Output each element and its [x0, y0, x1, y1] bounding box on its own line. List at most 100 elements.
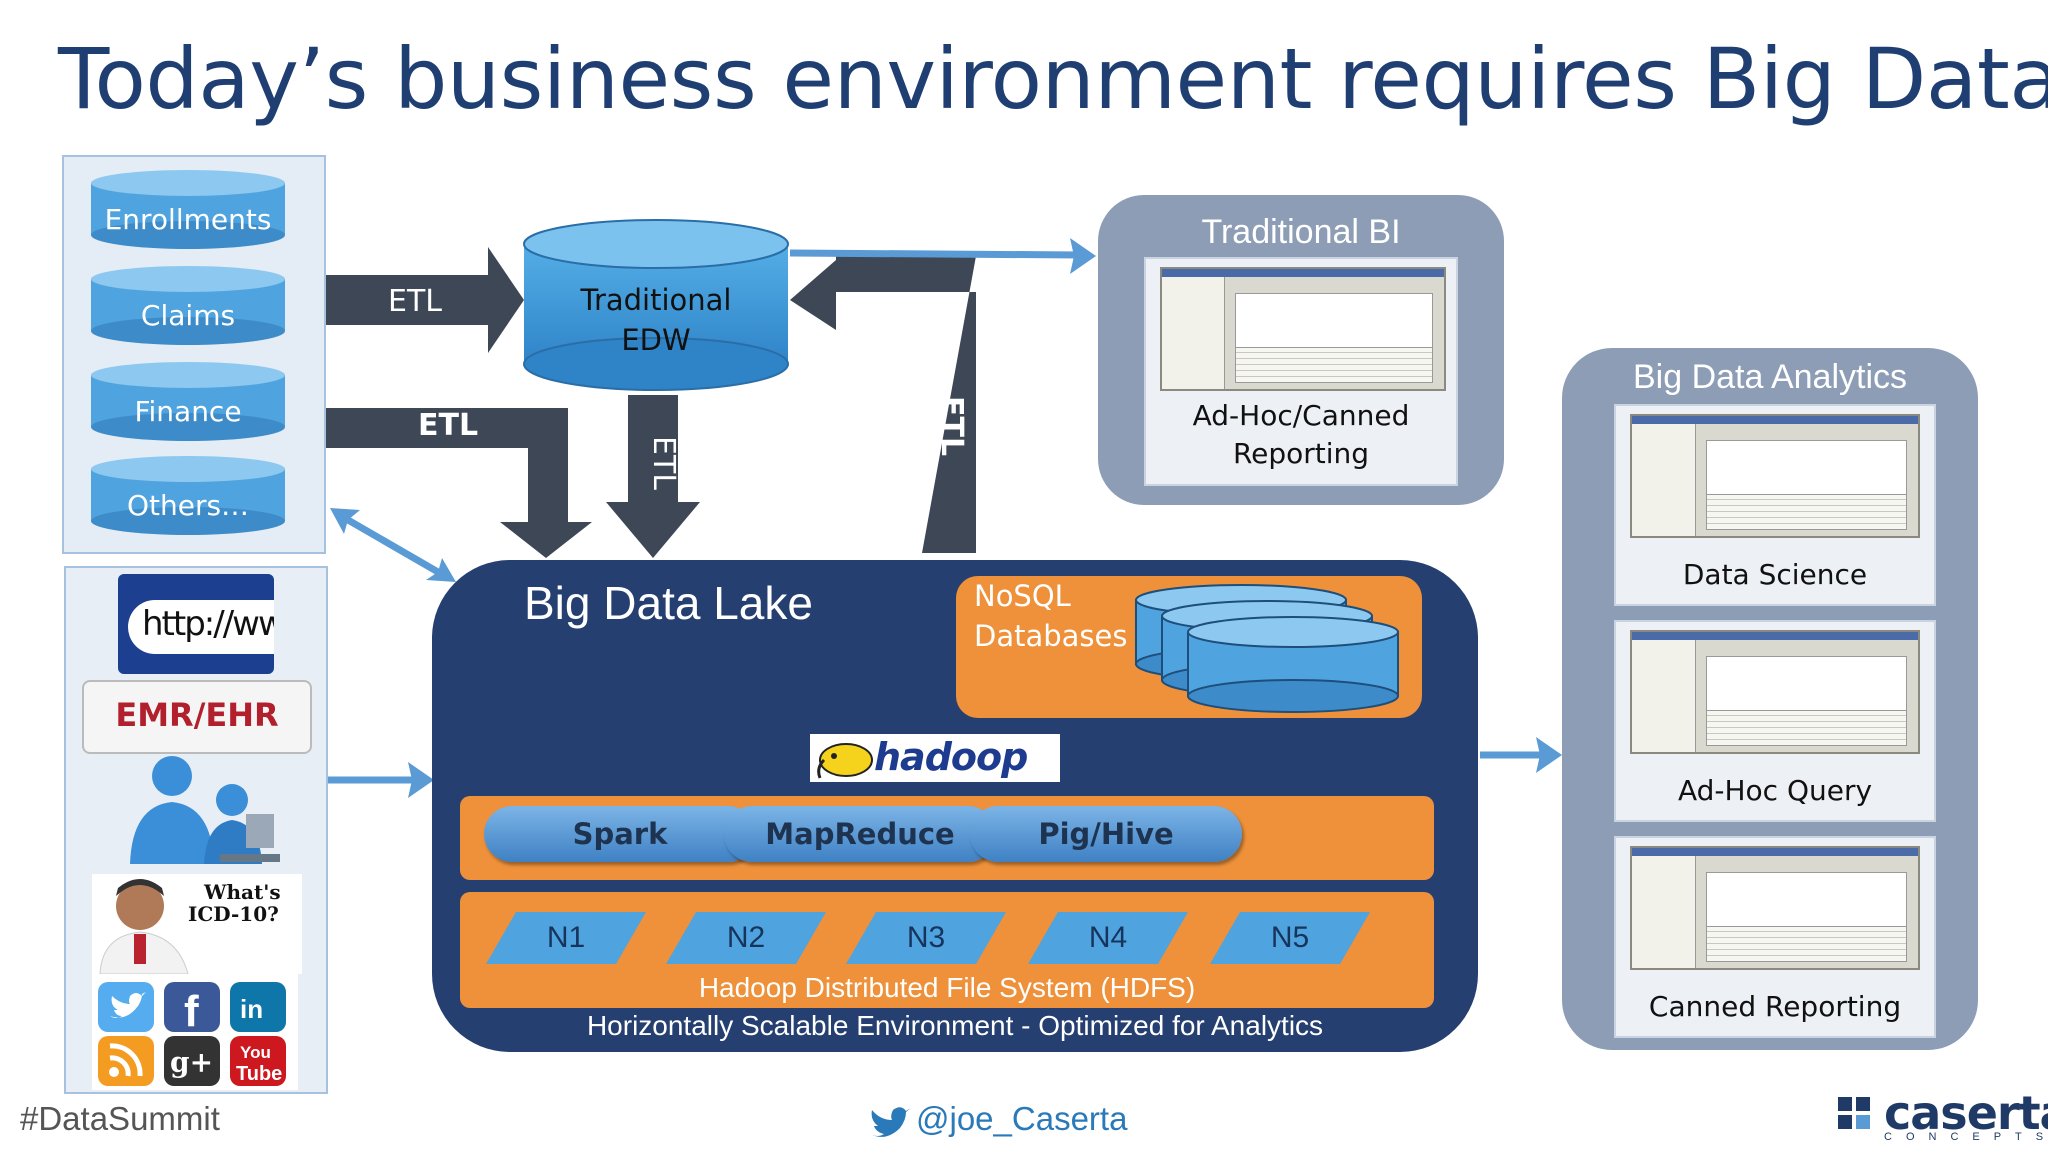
node-label: N4 [1088, 921, 1128, 954]
blue-arrow-to-analytics [1536, 737, 1562, 773]
icd-line-1: What's [204, 880, 281, 904]
google-plus-icon: g+ [164, 1036, 220, 1086]
etl-arrow-lake-up [790, 256, 976, 553]
hadoop-text: hadoop [874, 735, 1028, 779]
globe-http-icon: http://www. [118, 574, 274, 674]
hadoop-logo: hadoop [810, 734, 1060, 782]
canned-reporting-card: Canned Reporting [1614, 836, 1936, 1038]
node-shape [1028, 912, 1188, 964]
hdfs-band: N1 N2 N3 N4 N5 Hadoop Distributed File S… [460, 892, 1434, 1008]
processing-band: Spark MapReduce Pig/Hive [460, 796, 1434, 880]
svg-text:in: in [240, 994, 263, 1024]
blue-arrow-lake-end [426, 558, 456, 582]
twitter-icon [98, 982, 154, 1032]
nosql-databases-box: NoSQL Databases [956, 576, 1422, 718]
svg-text:f: f [184, 987, 199, 1032]
mapreduce-pill: MapReduce [724, 806, 996, 862]
big-data-analytics-title: Big Data Analytics [1632, 358, 1908, 396]
lake-footer-text: Horizontally Scalable Environment - Opti… [586, 1010, 1324, 1041]
node-shape [1210, 912, 1370, 964]
analytics-card-label: Ad-Hoc Query [1677, 774, 1873, 807]
icd-line-2: ICD-10? [188, 902, 279, 926]
node-n5: N5 [1210, 912, 1370, 964]
analytics-card-label: Data Science [1682, 558, 1868, 591]
svg-text:Tube: Tube [236, 1063, 282, 1085]
database-icon [91, 456, 285, 535]
call-center-icon [130, 756, 280, 864]
node-label: N5 [1270, 921, 1310, 954]
report-screenshot-icon [1630, 846, 1920, 970]
node-shape [846, 912, 1006, 964]
footer-twitter-handle: @joe_Caserta [916, 1100, 1128, 1137]
node-label: N1 [546, 921, 586, 954]
bi-caption-line-2: Reporting [1232, 437, 1370, 470]
node-n4: N4 [1028, 912, 1188, 964]
analytics-card-label: Canned Reporting [1648, 990, 1902, 1023]
nosql-line-1: NoSQL [974, 579, 1071, 613]
linkedin-icon: in [230, 982, 286, 1032]
rss-icon [98, 1036, 154, 1086]
data-science-card: Data Science [1614, 404, 1936, 606]
edw-label-line-1: Traditional [580, 283, 732, 317]
hdfs-label: Hadoop Distributed File System (HDFS) [698, 972, 1196, 1003]
svg-text:You: You [240, 1043, 271, 1062]
nosql-line-2: Databases [974, 619, 1128, 653]
blue-arrow-source-end [330, 508, 360, 534]
svg-text:g+: g+ [170, 1046, 213, 1079]
big-data-lake: Big Data Lake NoSQL Databases hadoop Spa… [432, 560, 1478, 1052]
spark-pill: Spark [484, 806, 756, 862]
blue-arrow-external-to-lake [408, 762, 434, 798]
claims-database: Claims [90, 265, 286, 347]
etl-arrow-to-edw [318, 247, 524, 353]
database-icon [91, 362, 285, 441]
traditional-bi-panel: Traditional BI Ad-Hoc/Canned Reporting [1098, 195, 1504, 505]
database-icon [91, 170, 285, 249]
report-screenshot-icon [1630, 630, 1920, 754]
traditional-edw: Traditional EDW [522, 218, 790, 392]
node-shape [666, 912, 826, 964]
node-n3: N3 [846, 912, 1006, 964]
emr-ehr-text: EMR/EHR [115, 696, 279, 734]
caserta-logo-icon [1838, 1097, 1870, 1129]
traditional-bi-caption: Ad-Hoc/Canned Reporting [1146, 397, 1456, 473]
source-label: Finance [134, 395, 242, 428]
node-label: N2 [726, 921, 766, 954]
node-n2: N2 [666, 912, 826, 964]
source-databases-panel: Enrollments Claims Finance Others… [62, 155, 326, 554]
twitter-bird-icon [870, 1107, 911, 1137]
report-screenshot-icon [1630, 414, 1920, 538]
nosql-label: NoSQL Databases [974, 576, 1127, 656]
edw-database-icon [523, 219, 789, 391]
big-data-lake-title: Big Data Lake [524, 577, 813, 629]
source-label: Claims [140, 299, 236, 332]
others-database: Others… [90, 455, 286, 537]
nosql-database-stack-icon [1135, 584, 1399, 713]
finance-database: Finance [90, 361, 286, 443]
traditional-bi-card: Ad-Hoc/Canned Reporting [1144, 257, 1458, 486]
node-n1: N1 [486, 912, 646, 964]
external-sources-panel: http://www. EMR/EHR What's ICD-10? f in … [64, 566, 328, 1094]
hadoop-elephant-icon [817, 743, 873, 779]
pig-hive-pill: Pig/Hive [970, 806, 1242, 862]
ad-hoc-query-card: Ad-Hoc Query [1614, 620, 1936, 822]
node-shape [486, 912, 646, 964]
blue-arrow-to-bi [1070, 238, 1096, 274]
source-label: Others… [126, 489, 250, 522]
edw-label-line-2: EDW [621, 323, 691, 357]
etl-arrow-edw-down [606, 395, 700, 558]
etl-label-to-lake: ETL [418, 408, 479, 443]
facebook-icon: f [164, 982, 220, 1036]
etl-arrow-to-lake [325, 408, 592, 558]
database-icon [91, 266, 285, 345]
node-label: N3 [906, 921, 946, 954]
etl-label-lake-up: ETL [934, 396, 969, 457]
enrollments-database: Enrollments [90, 169, 286, 251]
doctor-icon: What's ICD-10? [92, 874, 302, 974]
report-screenshot-icon [1160, 267, 1446, 391]
emr-ehr-badge: EMR/EHR [82, 680, 312, 754]
caserta-logo-text: caserta [1884, 1086, 2048, 1140]
traditional-bi-title: Traditional BI [1201, 213, 1401, 251]
